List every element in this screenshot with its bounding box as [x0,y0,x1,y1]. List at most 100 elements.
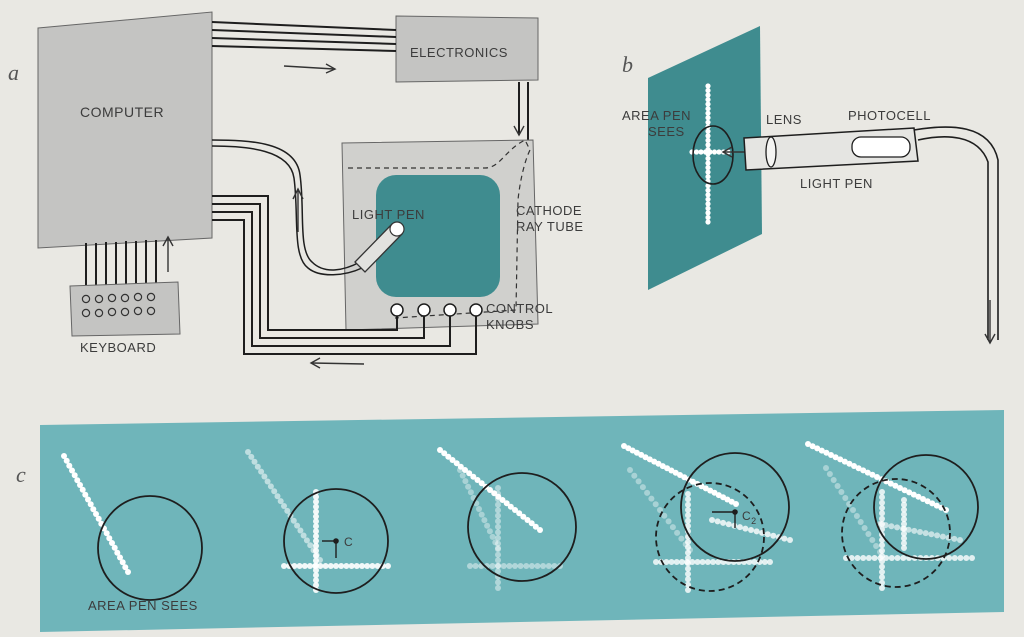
light-pen-body [743,126,999,340]
trace-dot [851,463,857,469]
trace-dot [545,563,552,569]
trace-dot [631,472,638,479]
trace-dot [495,507,501,514]
trace-dot [901,506,907,513]
trace-dot [312,563,319,569]
trace-dot [685,539,691,545]
center-marker-c2 [712,509,738,528]
trace-dot [705,142,711,148]
trace-dot [787,537,793,543]
trace-dot [888,523,895,530]
trace-dot [495,551,501,558]
electronics-box: ELECTRONICS [395,15,539,83]
trace-dot [860,467,867,474]
trace-dot [313,538,319,544]
trace-dot [472,563,479,569]
trace-dot [888,555,895,561]
trace-dot [348,563,355,569]
photocell-label: PHOTOCELL [848,108,931,123]
trace-dot [725,521,732,528]
trace-dot [814,445,821,452]
trace-dot [705,160,711,166]
trace-dot [93,511,99,517]
trace-dot [879,563,885,570]
trace-dot [512,507,518,513]
trace-dot [478,511,485,518]
trace-dot [495,496,501,503]
cathode-label: CATHODE [516,203,582,218]
trace-dot [906,489,913,496]
trace-dot [901,511,907,518]
trace-dot [495,518,501,525]
trace-dot [823,449,830,456]
trace-dot [338,563,345,569]
trace-dot [674,529,681,536]
trace-dot [694,559,701,565]
trace-dot [879,515,885,522]
trace-dot [82,491,89,498]
trace-dot [685,496,691,503]
trace-dot [860,555,867,561]
pen-view-circle-4 [680,452,790,562]
panel-b-letter: b [622,52,634,77]
pen-view-circle-2 [283,488,389,594]
trace-dot [900,555,907,561]
trace-dot [705,155,711,162]
trace-dot [910,491,917,498]
trace-dot [879,499,885,506]
trace-dot [251,458,258,465]
trace-dot [705,174,711,180]
trace-dot [901,516,907,523]
trace-dot [353,563,360,569]
trace-dot [823,465,829,471]
light-pen-label: LIGHT PEN [352,207,425,222]
trace-dot [313,513,319,520]
trace-dot [838,489,845,495]
trace-dot [832,454,839,461]
trace-dot [313,557,319,564]
trace-dot [742,525,749,532]
trace-dot [520,513,527,520]
area-pen-sees-label: AREA PEN SEES [88,598,198,613]
trace-dot [705,214,711,221]
trace-dot [911,527,918,534]
trace-dot [711,149,718,155]
trace-dot [879,489,885,495]
trace-dot [901,521,907,527]
trace-dot [854,555,861,561]
trace-dot [74,477,81,484]
trace-dot [462,467,468,473]
trace-dot [901,535,907,542]
trace-dot [474,477,481,483]
trace-dot [652,501,659,508]
trace-dot [716,149,722,155]
trace-dot [963,555,970,561]
trace-dot [705,101,711,107]
trace-dot [313,577,319,584]
trace-dot [685,576,691,583]
trace-dot [873,543,880,549]
trace-dot [809,443,816,450]
trace-dot [449,457,456,463]
trace-dot [294,522,301,529]
trace-dot [685,565,691,572]
trace-dot [689,559,696,565]
trace-dot [705,210,711,216]
trace-dot [668,559,675,565]
panel-b-screen [648,26,762,290]
trace-dot [705,87,711,94]
trace-dot [248,453,255,460]
trace-dot [300,532,307,539]
trace-dot [957,537,963,543]
trace-dot [492,539,499,546]
trace-dot [869,471,876,478]
trace-dot [933,502,940,509]
trace-dot [495,512,501,519]
trace-dot [678,559,685,565]
area-pen-label: AREA PEN [622,108,691,123]
trace-dot [69,467,75,474]
trace-dot [923,555,930,561]
light-pen-icon [354,221,405,273]
center-c2-label: C2 [742,509,757,526]
trace-dot [264,478,271,485]
